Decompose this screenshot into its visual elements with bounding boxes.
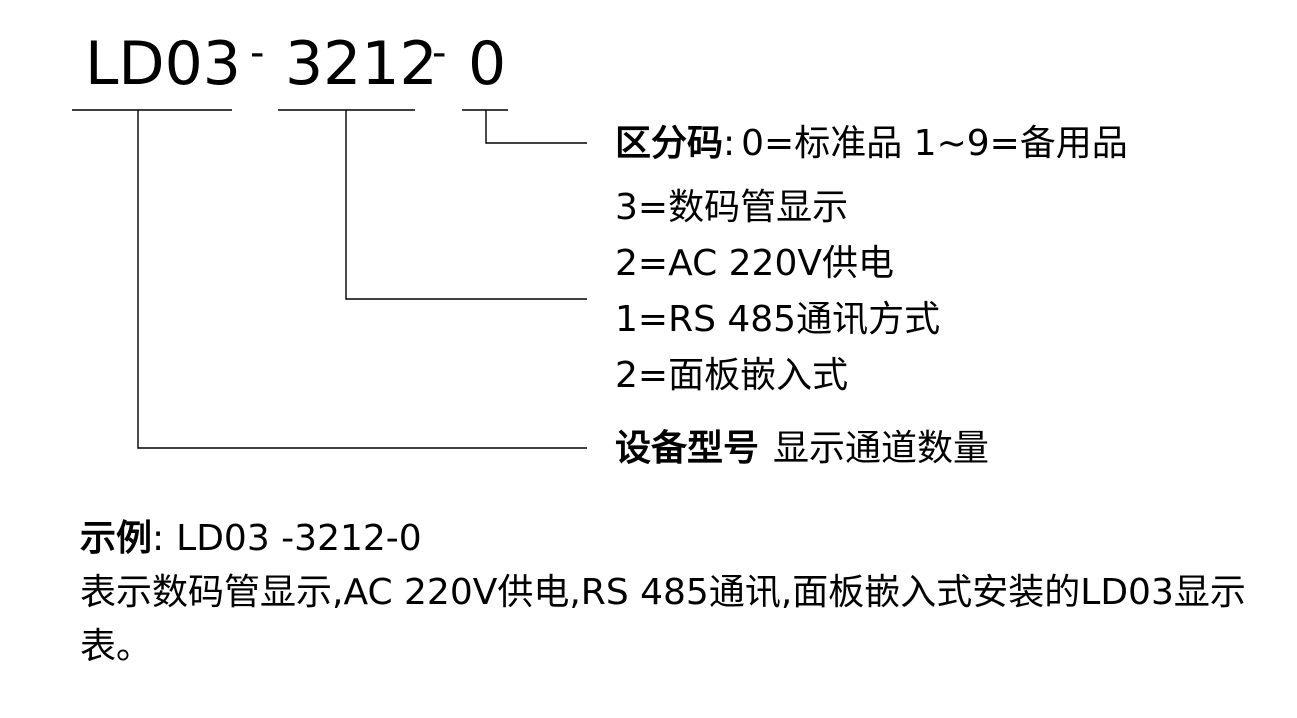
example-title: 示例 [80, 518, 153, 559]
model-label: 设备型号显示通道数量 [615, 428, 989, 469]
connector-region-code [485, 110, 587, 144]
code-part-2: 3212 [285, 29, 438, 99]
connector-function-code [345, 110, 587, 300]
connector-model [137, 110, 587, 449]
region-code-value: 0=标准品 1~9=备用品 [741, 123, 1128, 164]
display-type-label: 3=数码管显示 [615, 187, 848, 228]
comm-label: 1=RS 485通讯方式 [615, 299, 940, 340]
region-code-label: 区分码:0=标准品 1~9=备用品 [615, 123, 1128, 164]
example-code: LD03 -3212-0 [176, 518, 422, 559]
diagram-svg: LD03 - 3212 - 0 区分码:0=标准品 1~9=备用品 3=数码管显… [72, 29, 1128, 469]
example-heading-line: 示例: LD03 -3212-0 [80, 512, 1260, 566]
region-code-colon: : [723, 123, 735, 164]
power-label: 2=AC 220V供电 [615, 243, 894, 284]
region-code-title: 区分码 [615, 123, 723, 164]
model-title: 设备型号 [615, 428, 759, 469]
model-value: 显示通道数量 [773, 428, 989, 469]
code-part-1: LD03 [85, 29, 241, 99]
mount-label: 2=面板嵌入式 [615, 355, 848, 396]
code-dash-1: - [250, 30, 264, 76]
example-section: 示例: LD03 -3212-0 表示数码管显示,AC 220V供电,RS 485… [80, 512, 1260, 674]
code-part-3: 0 [468, 29, 506, 99]
example-description: 表示数码管显示,AC 220V供电,RS 485通讯,面板嵌入式安装的LD03显… [80, 572, 1246, 667]
code-dash-2: - [432, 30, 446, 76]
example-colon: : [152, 518, 165, 559]
